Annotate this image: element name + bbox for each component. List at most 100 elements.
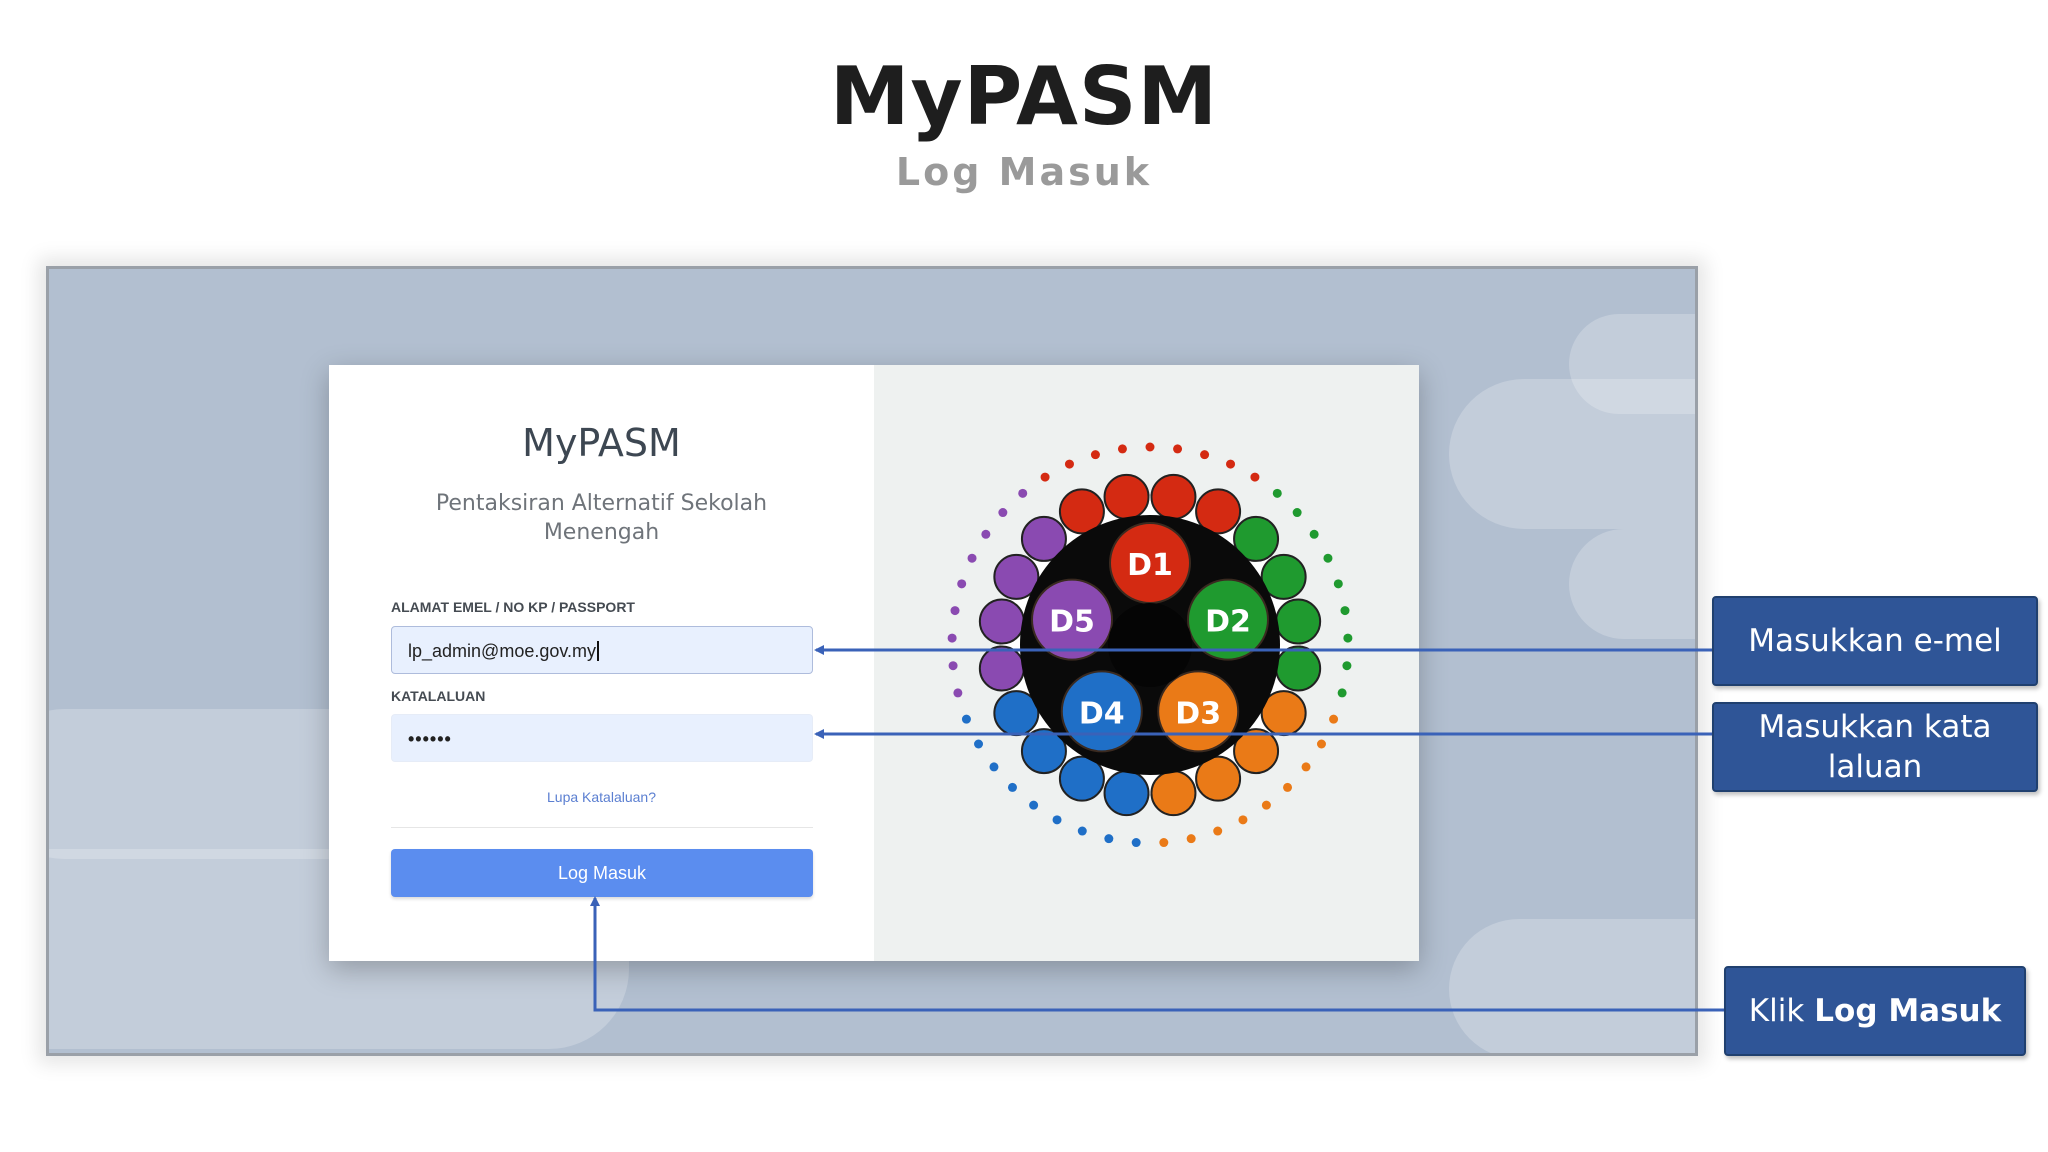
callout-login-prefix: Klik	[1748, 993, 1805, 1029]
slide-subtitle: Log Masuk	[895, 150, 1153, 194]
logo-dot	[1238, 815, 1248, 825]
slide-title: MyPASM	[829, 50, 1219, 143]
logo-outer-dots	[947, 442, 1353, 848]
logo-dot	[998, 508, 1008, 518]
logo-center	[1108, 603, 1192, 687]
logo-dot	[1343, 633, 1353, 643]
logo-petal	[1186, 578, 1269, 661]
background-cloud	[1449, 379, 1695, 529]
logo-label: D3	[1175, 696, 1221, 731]
logo-dot	[1077, 826, 1087, 836]
logo-dot	[1342, 661, 1352, 671]
logo-dot	[957, 579, 967, 589]
logo-dot	[948, 661, 958, 671]
logo-ball	[1195, 488, 1242, 535]
logo-colored-balls	[978, 473, 1322, 817]
logo-dot	[1131, 838, 1141, 848]
logo-dot	[1316, 739, 1326, 749]
logo-dot	[974, 739, 984, 749]
logo-label: D1	[1127, 548, 1173, 583]
email-value: lp_admin@moe.gov.my	[408, 641, 597, 661]
email-label: ALAMAT EMEL / NO KP / PASSPORT	[391, 599, 635, 615]
logo-dot	[1213, 826, 1223, 836]
logo-dot	[1159, 838, 1169, 848]
password-label: KATALALUAN	[391, 688, 486, 704]
logo-ball	[1233, 515, 1280, 562]
login-button[interactable]: Log Masuk	[391, 849, 813, 897]
logo-ball	[1233, 728, 1280, 775]
logo-dot	[1292, 508, 1302, 518]
logo-ball	[1150, 770, 1197, 817]
callout-password: Masukkan kata laluan	[1712, 702, 2038, 792]
login-form-panel: MyPASM Pentaksiran Alternatif Sekolah Me…	[329, 365, 874, 961]
logo-ball	[978, 645, 1025, 692]
logo-dot	[1117, 444, 1127, 454]
logo-dot	[1052, 815, 1062, 825]
logo-ball	[1150, 473, 1197, 520]
background-cloud	[1569, 529, 1695, 639]
app-description: Pentaksiran Alternatif Sekolah Menengah	[435, 491, 768, 545]
callout-email: Masukkan e-mel	[1712, 596, 2038, 686]
password-field[interactable]: ••••••	[391, 714, 813, 762]
logo-dot	[1090, 450, 1100, 460]
logo-dot	[989, 762, 999, 772]
logo-label: D2	[1205, 605, 1251, 640]
logo-dot	[1261, 800, 1271, 810]
logo-dot	[961, 714, 971, 724]
logo-ball	[1260, 553, 1307, 600]
logo-dot	[1064, 459, 1074, 469]
logo-dot	[981, 529, 991, 539]
logo-ball	[1058, 755, 1105, 802]
logo-dot	[953, 688, 963, 698]
logo-petal	[1060, 670, 1143, 753]
callout-login-bold: Log Masuk	[1814, 993, 2002, 1029]
email-field[interactable]: lp_admin@moe.gov.my	[391, 626, 813, 674]
text-caret	[597, 641, 600, 661]
logo-ball	[978, 598, 1025, 645]
logo-dot	[1283, 782, 1293, 792]
logo-dot	[1301, 762, 1311, 772]
logo-ball	[1020, 515, 1067, 562]
logo-dot	[947, 633, 957, 643]
logo-petal	[1157, 670, 1240, 753]
logo-ball	[993, 553, 1040, 600]
logo-dot	[1200, 450, 1210, 460]
logo-petals	[1031, 522, 1269, 753]
logo-dot	[1040, 472, 1050, 482]
logo-dot	[1007, 782, 1017, 792]
callout-email-text: Masukkan e-mel	[1748, 623, 2002, 659]
logo-dot	[1333, 579, 1343, 589]
logo-ball	[1020, 728, 1067, 775]
logo-ball	[1195, 755, 1242, 802]
logo-ball	[1103, 770, 1150, 817]
logo-dot	[950, 606, 960, 616]
logo-dot	[1018, 488, 1028, 498]
logo-ball	[1103, 473, 1150, 520]
logo-dot	[1250, 472, 1260, 482]
divider	[391, 827, 813, 828]
logo-dot	[1173, 444, 1183, 454]
app-name: MyPASM	[522, 421, 681, 465]
login-card: MyPASM Pentaksiran Alternatif Sekolah Me…	[329, 365, 1419, 961]
password-value: ••••••	[408, 729, 452, 749]
logo-petal	[1031, 578, 1114, 661]
logo-dot	[1226, 459, 1236, 469]
logo-dot	[1186, 834, 1196, 844]
logo-dot	[967, 553, 977, 563]
logo-dot	[1323, 553, 1333, 563]
callout-password-text: Masukkan kata laluan	[1758, 709, 1992, 785]
logo-dot	[1337, 688, 1347, 698]
logo-label: D4	[1079, 696, 1125, 731]
logo-ball	[1275, 645, 1322, 692]
login-screenshot: MyPASM Pentaksiran Alternatif Sekolah Me…	[46, 266, 1698, 1056]
background-cloud	[1449, 919, 1695, 1053]
forgot-password-link[interactable]: Lupa Katalaluan?	[547, 789, 656, 805]
logo-label: D5	[1049, 605, 1095, 640]
logo-dot	[1145, 442, 1155, 452]
background-cloud	[1569, 314, 1695, 414]
logo-ball	[1058, 488, 1105, 535]
logo-dot	[1104, 834, 1114, 844]
